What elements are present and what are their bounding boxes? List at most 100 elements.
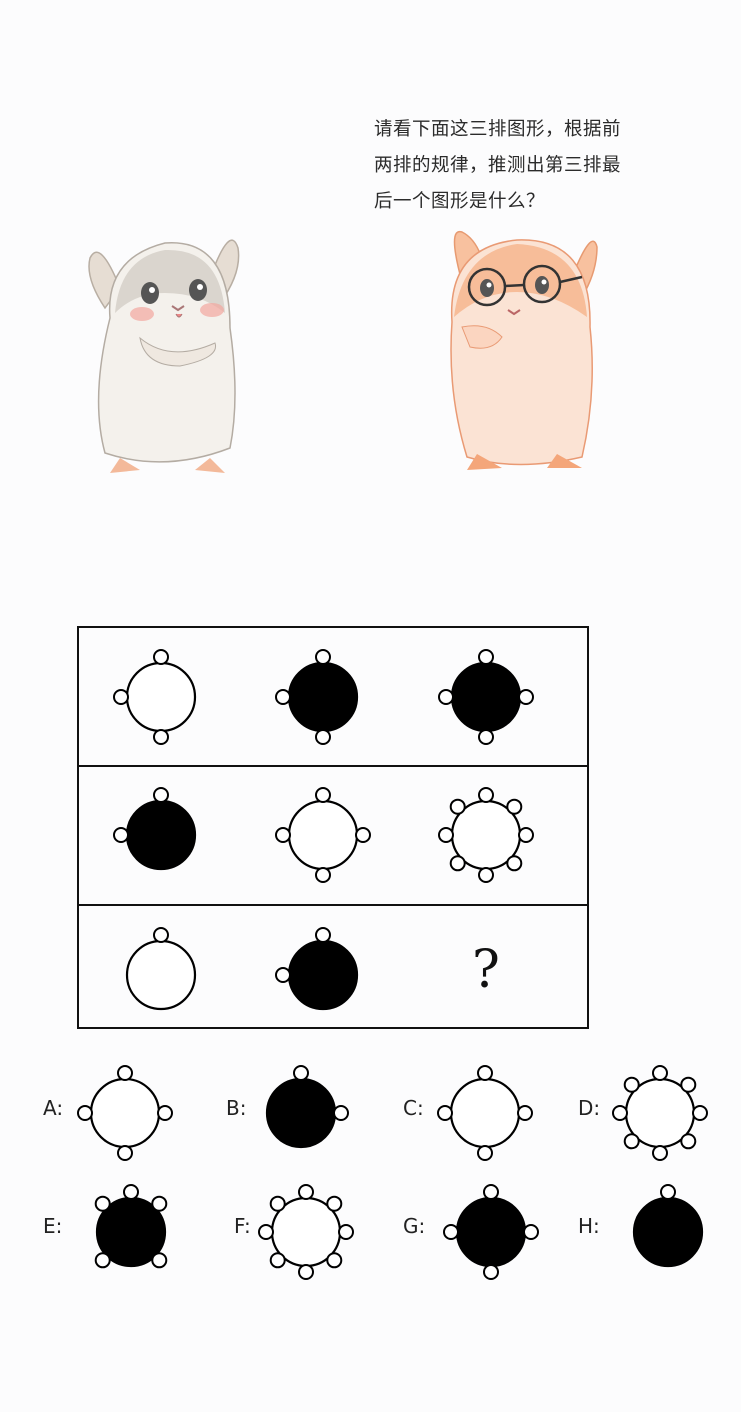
option-g-figure-dot-1 <box>523 1224 539 1240</box>
option-b-figure-dot-0 <box>293 1065 309 1081</box>
grid-figure-r3-c2-circle <box>287 939 359 1011</box>
option-e-figure-dot-0 <box>123 1184 139 1200</box>
grid-figure-r1-c2-circle <box>287 661 359 733</box>
option-h-figure-circle <box>632 1196 704 1268</box>
option-f-figure-dot-2 <box>338 1224 354 1240</box>
orange-hamster-illustration <box>450 230 598 470</box>
option-f-figure-dot-0 <box>298 1184 314 1200</box>
grid-figure-r3-c2-dot-0 <box>315 927 331 943</box>
grid-figure-r1-c3-dot-0 <box>478 649 494 665</box>
grid-figure-r1-c1-dot-2 <box>113 689 129 705</box>
grid-figure-r1-c3-dot-3 <box>478 729 494 745</box>
option-g-figure[interactable] <box>443 1184 539 1280</box>
option-a-figure-dot-3 <box>77 1105 93 1121</box>
grid-figure-r2-c3-dot-7 <box>449 798 466 815</box>
option-h-figure[interactable] <box>632 1184 704 1268</box>
option-c-figure-dot-0 <box>477 1065 493 1081</box>
option-d-figure-dot-0 <box>652 1065 668 1081</box>
option-a-figure-circle <box>89 1077 161 1149</box>
gray-hamster-illustration <box>88 239 240 473</box>
option-d-figure-dot-3 <box>680 1133 697 1150</box>
option-d-figure-dot-7 <box>623 1076 640 1093</box>
option-d-figure-dot-6 <box>612 1105 628 1121</box>
grid-figure-r1-c1-dot-1 <box>153 729 169 745</box>
grid-figure-r1-c2-dot-0 <box>315 649 331 665</box>
grid-figure-r3-c2 <box>275 927 359 1011</box>
grid-figure-r2-c3-dot-3 <box>506 855 523 872</box>
grid-figure-r1-c3-dot-1 <box>518 689 534 705</box>
grid-figure-r1-c2-dot-1 <box>315 729 331 745</box>
grid-figure-r2-c2-dot-1 <box>355 827 371 843</box>
option-c-figure-circle <box>449 1077 521 1149</box>
option-c-figure-dot-2 <box>477 1145 493 1161</box>
puzzle-grid <box>77 626 589 1029</box>
row-divider-2 <box>79 904 587 906</box>
option-f-figure-dot-3 <box>326 1252 343 1269</box>
option-b-figure[interactable] <box>265 1065 349 1149</box>
option-f-label[interactable]: F: <box>234 1214 251 1238</box>
grid-figure-r2-c1-dot-1 <box>113 827 129 843</box>
grid-figure-r1-c2 <box>275 649 359 745</box>
option-b-figure-dot-1 <box>333 1105 349 1121</box>
option-f-figure-dot-6 <box>258 1224 274 1240</box>
grid-figure-r1-c3 <box>438 649 534 745</box>
option-h-label[interactable]: H: <box>578 1214 600 1238</box>
question-line-2: 两排的规律，推测出第三排最 <box>374 155 622 176</box>
option-e-label[interactable]: E: <box>43 1214 63 1238</box>
option-a-label[interactable]: A: <box>43 1096 64 1120</box>
option-c-figure-dot-3 <box>437 1105 453 1121</box>
option-a-figure-dot-0 <box>117 1065 133 1081</box>
option-e-figure-dot-4 <box>94 1195 111 1212</box>
grid-figure-r1-c3-circle <box>450 661 522 733</box>
option-f-figure-dot-4 <box>298 1264 314 1280</box>
option-e-figure-dot-3 <box>94 1252 111 1269</box>
grid-figure-r2-c1-circle <box>125 799 197 871</box>
grid-figure-r3-c1-circle <box>125 939 197 1011</box>
option-d-figure-dot-5 <box>623 1133 640 1150</box>
option-d-figure-dot-2 <box>692 1105 708 1121</box>
grid-figure-r2-c3-dot-5 <box>449 855 466 872</box>
option-d-label[interactable]: D: <box>578 1096 601 1120</box>
option-d-figure-dot-1 <box>680 1076 697 1093</box>
grid-figure-r2-c2-dot-3 <box>275 827 291 843</box>
option-d-figure-dot-4 <box>652 1145 668 1161</box>
question-line-3: 后一个图形是什么？ <box>374 191 546 212</box>
option-a-figure-dot-2 <box>117 1145 133 1161</box>
option-f-figure-dot-5 <box>269 1252 286 1269</box>
grid-figure-r2-c3 <box>438 787 534 883</box>
grid-figure-r2-c2-dot-2 <box>315 867 331 883</box>
option-g-figure-dot-2 <box>483 1264 499 1280</box>
grid-figure-r2-c3-dot-1 <box>506 798 523 815</box>
grid-figure-r1-c1-dot-0 <box>153 649 169 665</box>
grid-figure-r3-c1-dot-0 <box>153 927 169 943</box>
grid-figure-r2-c3-dot-0 <box>478 787 494 803</box>
grid-figure-r2-c2-circle <box>287 799 359 871</box>
option-b-figure-circle <box>265 1077 337 1149</box>
option-f-figure-dot-1 <box>326 1195 343 1212</box>
option-g-figure-dot-3 <box>443 1224 459 1240</box>
grid-figure-r3-c2-dot-1 <box>275 967 291 983</box>
grid-figure-r1-c2-dot-2 <box>275 689 291 705</box>
option-f-figure[interactable] <box>258 1184 354 1280</box>
grid-figure-r2-c3-dot-4 <box>478 867 494 883</box>
option-e-figure-dot-2 <box>151 1252 168 1269</box>
row-divider-1 <box>79 765 587 767</box>
unknown-figure: ? <box>472 940 500 1000</box>
grid-figure-r2-c2-dot-0 <box>315 787 331 803</box>
grid-figure-r2-c1 <box>113 787 197 871</box>
question-text: 请看下面这三排图形，根据前 两排的规律，推测出第三排最 后一个图形是什么？ <box>374 112 664 220</box>
option-b-label[interactable]: B: <box>226 1096 247 1120</box>
option-g-label[interactable]: G: <box>403 1214 426 1238</box>
option-c-label[interactable]: C: <box>403 1096 424 1120</box>
option-f-figure-dot-7 <box>269 1195 286 1212</box>
grid-figure-r1-c1 <box>113 649 197 745</box>
option-e-figure[interactable] <box>94 1184 168 1269</box>
option-d-figure[interactable] <box>612 1065 708 1161</box>
option-g-figure-circle <box>455 1196 527 1268</box>
grid-figure-r2-c2 <box>275 787 371 883</box>
option-a-figure[interactable] <box>77 1065 173 1161</box>
grid-figure-r1-c1-circle <box>125 661 197 733</box>
option-c-figure-dot-1 <box>517 1105 533 1121</box>
option-c-figure[interactable] <box>437 1065 533 1161</box>
